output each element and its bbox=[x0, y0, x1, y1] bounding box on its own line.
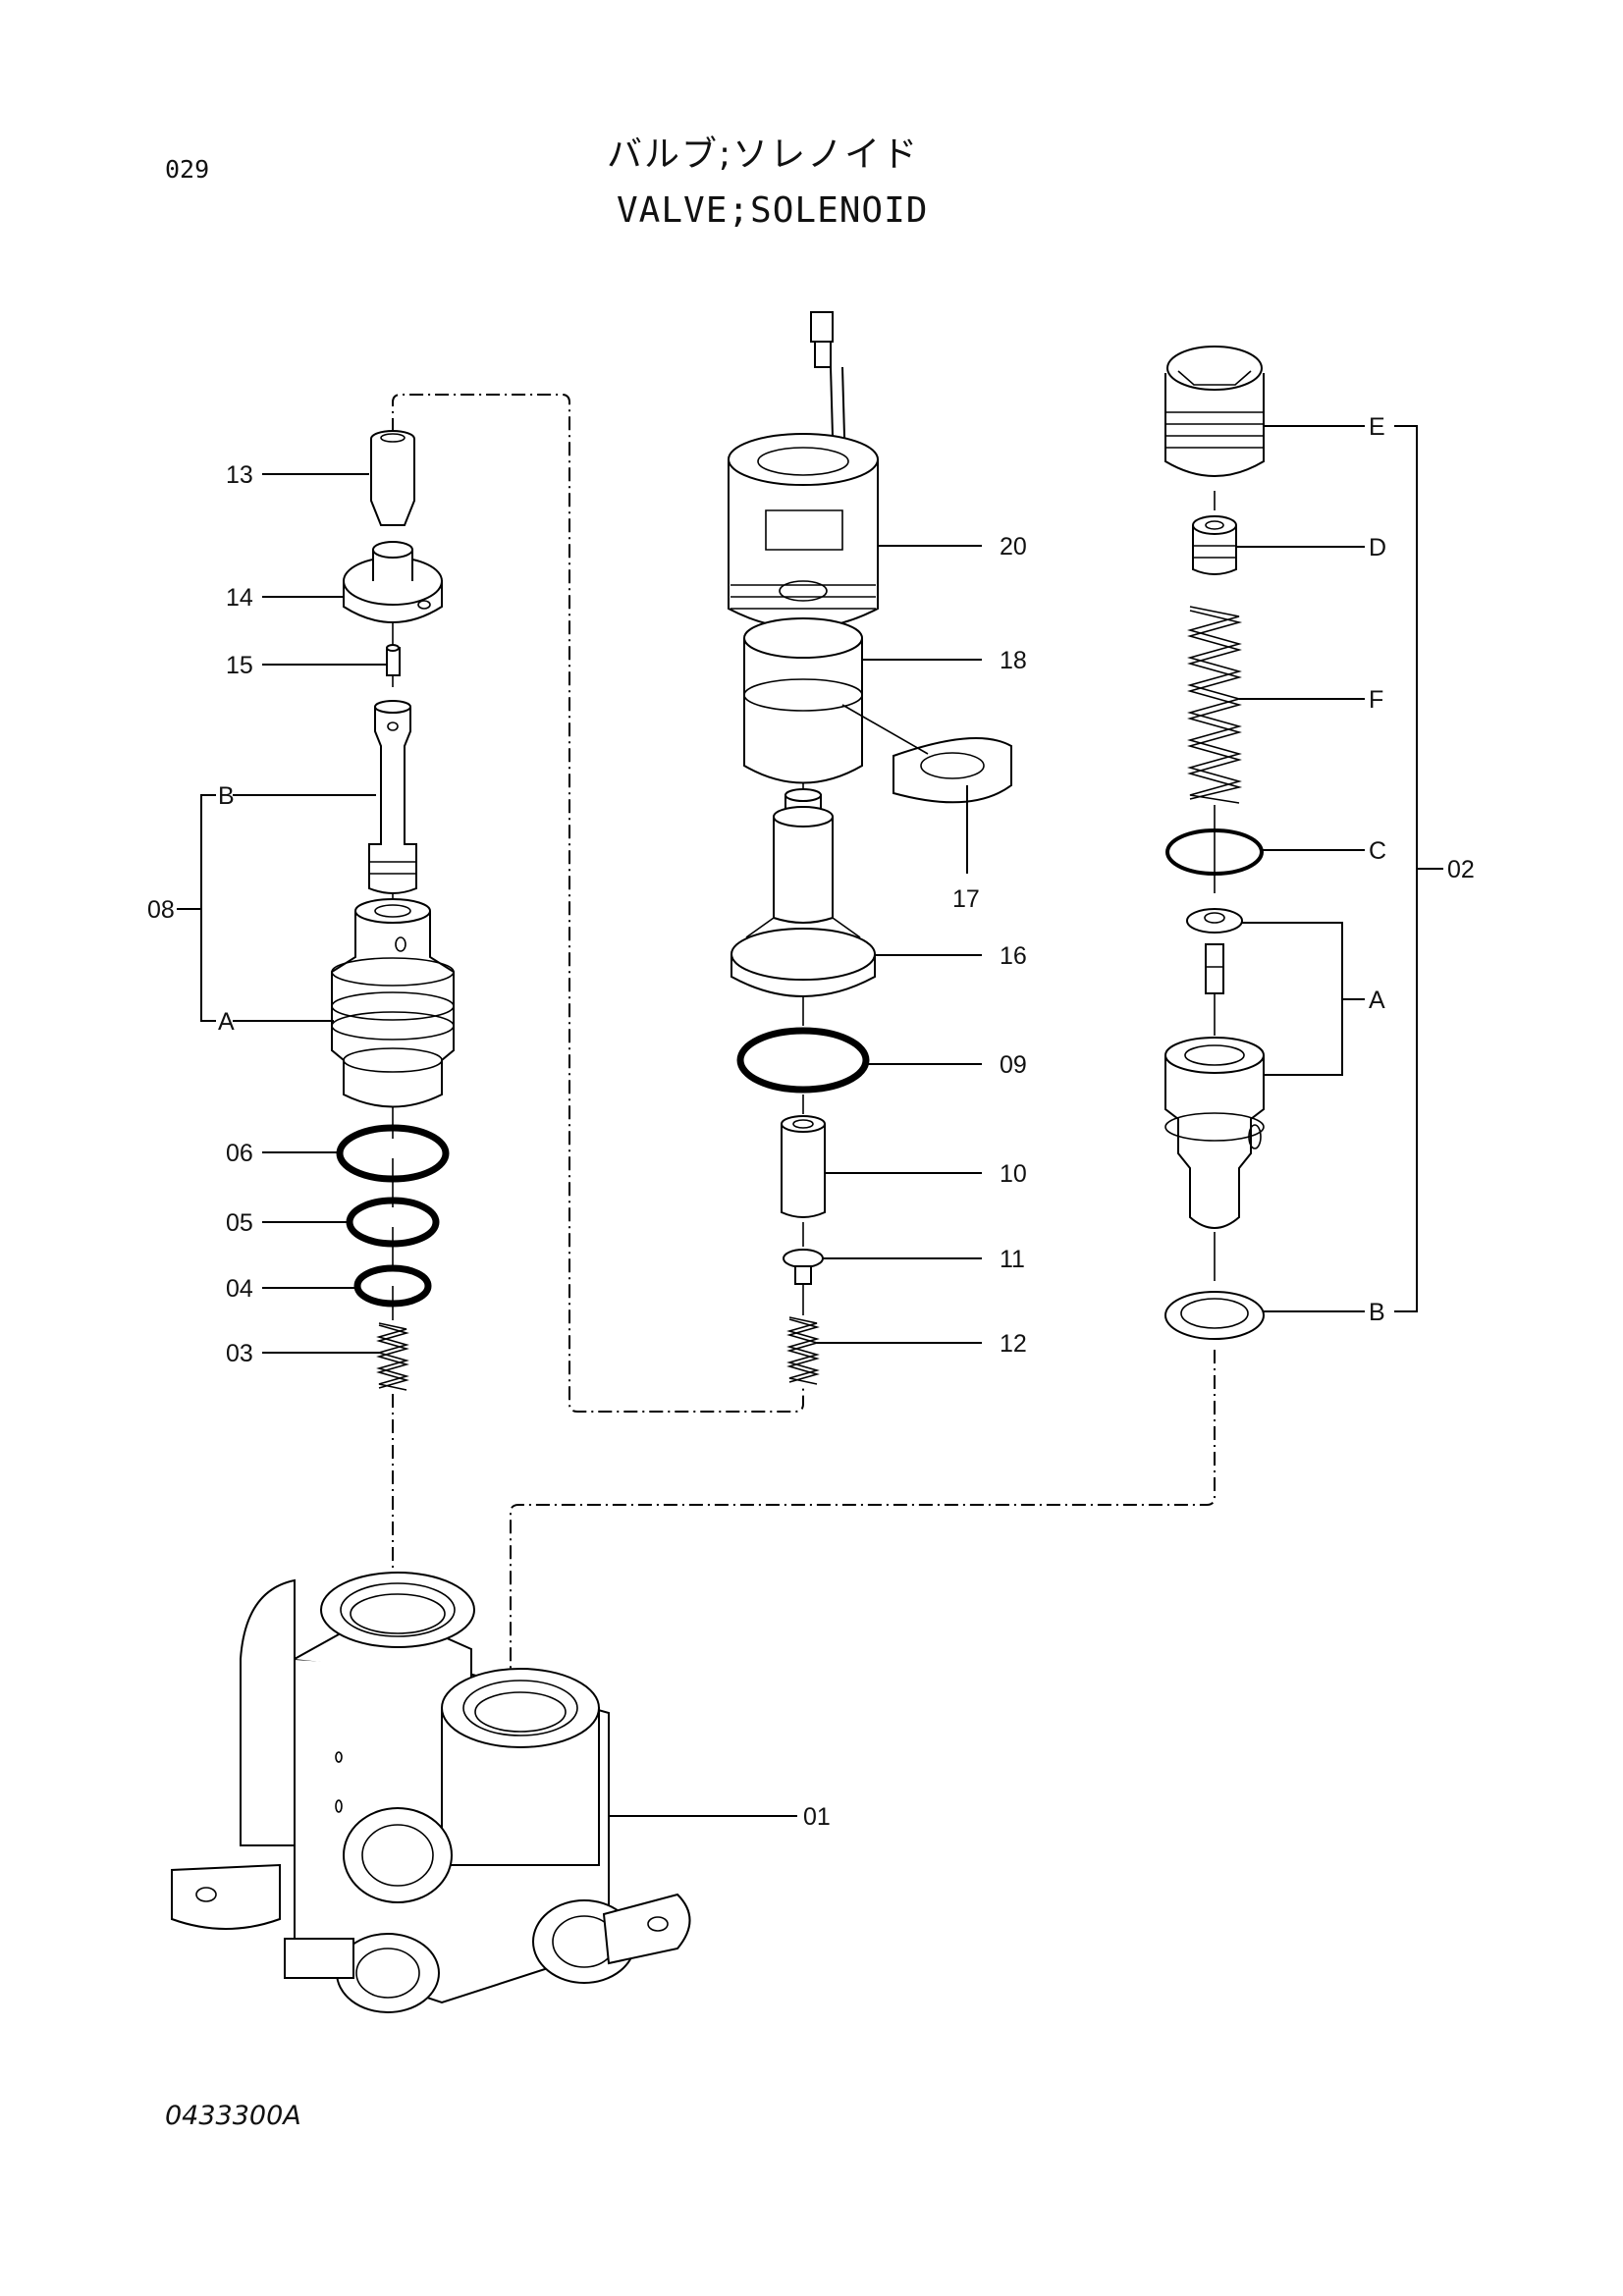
callout-13: 13 bbox=[226, 461, 253, 489]
callout-10: 10 bbox=[1000, 1160, 1027, 1188]
part-08B-spool bbox=[368, 700, 417, 894]
callout-left-A: A bbox=[218, 1008, 235, 1036]
callout-right-A: A bbox=[1369, 987, 1385, 1014]
callout-right-B: B bbox=[1369, 1299, 1385, 1326]
part-02A-seat bbox=[1164, 1037, 1265, 1229]
callout-14: 14 bbox=[226, 584, 253, 612]
part-02C-o-ring bbox=[1165, 828, 1264, 876]
callout-05: 05 bbox=[226, 1209, 253, 1237]
callout-12: 12 bbox=[1000, 1330, 1027, 1358]
callout-labels: 13 14 15 B 08 A 06 05 04 03 20 18 17 16 … bbox=[147, 413, 1475, 1831]
part-02E-plug bbox=[1164, 346, 1265, 477]
callout-right-C: C bbox=[1369, 837, 1386, 865]
callout-08: 08 bbox=[147, 896, 175, 924]
callout-right-E: E bbox=[1369, 413, 1385, 441]
part-10-plunger bbox=[781, 1115, 826, 1218]
drawing-number: 0433300A bbox=[165, 2101, 301, 2131]
part-20-solenoid-coil bbox=[728, 433, 879, 629]
callout-03: 03 bbox=[226, 1340, 253, 1367]
part-11-valve bbox=[783, 1249, 824, 1285]
part-02B-backup-ring bbox=[1164, 1291, 1265, 1340]
callout-15: 15 bbox=[226, 652, 253, 679]
callout-11: 11 bbox=[1000, 1246, 1025, 1273]
part-01-valve-housing bbox=[171, 1572, 691, 2013]
part-02D-stopper bbox=[1192, 515, 1237, 575]
leader-lines bbox=[177, 425, 1443, 1817]
part-03-spring bbox=[376, 1322, 409, 1391]
part-17-washer bbox=[841, 704, 1012, 804]
callout-18: 18 bbox=[1000, 647, 1027, 674]
callout-02: 02 bbox=[1447, 856, 1475, 883]
page-number: 029 bbox=[165, 155, 210, 184]
part-16-guide bbox=[730, 788, 876, 997]
part-15-pin bbox=[386, 644, 401, 676]
part-14-flange bbox=[343, 541, 443, 623]
callout-16: 16 bbox=[1000, 942, 1027, 970]
callout-20: 20 bbox=[1000, 533, 1027, 561]
callout-right-D: D bbox=[1369, 534, 1386, 561]
part-13-plug bbox=[370, 430, 415, 526]
callout-09: 09 bbox=[1000, 1051, 1027, 1079]
title-japanese: バルブ;ソレノイド bbox=[607, 134, 920, 175]
part-04-o-ring bbox=[353, 1264, 432, 1308]
callout-04: 04 bbox=[226, 1275, 253, 1303]
part-12-spring bbox=[786, 1316, 820, 1385]
callout-right-F: F bbox=[1369, 686, 1383, 714]
part-02A-poppet bbox=[1186, 908, 1243, 994]
part-18-case bbox=[743, 617, 863, 784]
part-02F-spring bbox=[1187, 606, 1243, 804]
part-08A-sleeve bbox=[331, 898, 455, 1108]
callout-01: 01 bbox=[803, 1803, 831, 1831]
title-english: VALVE;SOLENOID bbox=[617, 190, 929, 231]
callout-17: 17 bbox=[952, 885, 980, 913]
part-09-o-ring bbox=[736, 1027, 870, 1094]
callout-left-B: B bbox=[218, 782, 235, 810]
callout-06: 06 bbox=[226, 1140, 253, 1167]
